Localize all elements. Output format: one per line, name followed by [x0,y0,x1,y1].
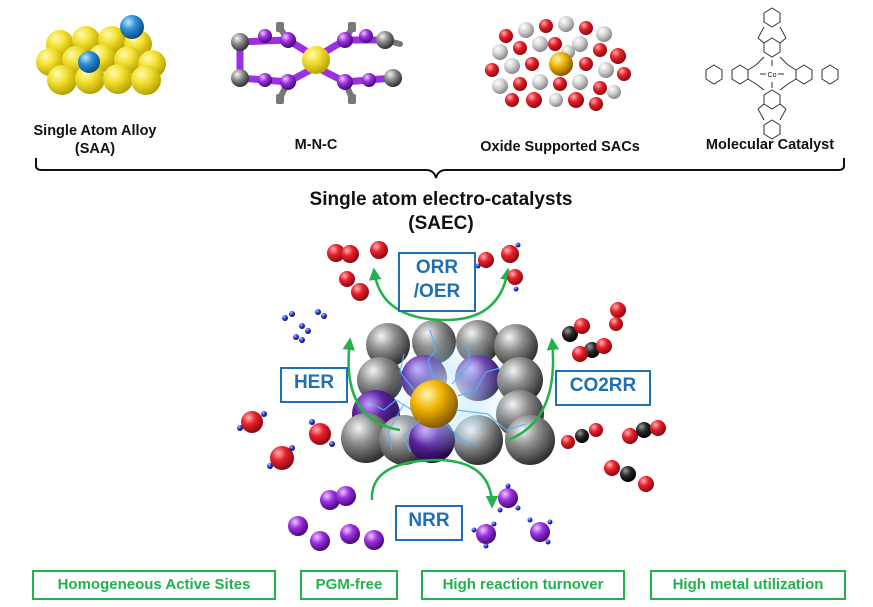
molecular-catalyst-illustration: Co [705,7,839,140]
category-saa-line2: (SAA) [74,141,116,157]
oxide-single-atom [549,52,573,76]
reaction-co2rr-box: CO2RR [555,370,651,406]
category-molecular-label: Molecular Catalyst [705,137,835,153]
nrr-molecules [288,483,553,551]
category-oxide-label: Oxide Supported SACs [480,139,640,155]
oxide-illustration [485,16,631,111]
o2-molecules [327,241,523,301]
nrr-arrow [370,458,499,509]
central-catalyst [341,320,555,465]
reaction-co2rr-label: CO2RR [569,375,637,396]
her-arrow [342,337,401,432]
orr-arrow-right [445,267,513,322]
diagram-title: Single atom electro-catalysts (SAEC) [236,188,646,236]
saa-illustration [36,15,166,95]
category-mnc-label: M-N-C [294,137,338,153]
reaction-arrows [342,267,560,509]
her-molecules [237,309,335,470]
category-saa-label: Single Atom Alloy (SAA) [20,122,170,158]
benefit-high-reaction-turnover: High reaction turnover [421,570,625,600]
benefit-high-metal-utilization: High metal utilization [650,570,846,600]
reaction-nrr-box: NRR [395,505,463,541]
saa-adatom [120,15,144,39]
co2-molecules [561,302,666,492]
co2rr-arrow [507,337,560,442]
reaction-her-box: HER [280,367,348,403]
reaction-orr-label: ORR [415,257,459,278]
reaction-her-label: HER [293,372,335,393]
benefit-homogeneous-active-sites: Homogeneous Active Sites [32,570,276,600]
title-line2: (SAEC) [408,213,474,234]
reaction-oer-label: /OER [413,281,461,302]
orr-arrow-left [368,267,447,322]
molecule-metal-label: Co [768,72,777,79]
mnc-metal-center [302,46,330,74]
reaction-orr-oer-box: ORR /OER [398,252,476,312]
mnc-illustration [231,22,403,104]
central-single-atom [410,380,458,428]
category-brace [35,158,845,179]
title-line1: Single atom electro-catalysts [309,189,573,210]
category-saa-line1: Single Atom Alloy [33,123,157,139]
reaction-nrr-label: NRR [408,510,450,531]
saa-dopant-atom [78,51,100,73]
benefit-pgm-free: PGM-free [300,570,398,600]
